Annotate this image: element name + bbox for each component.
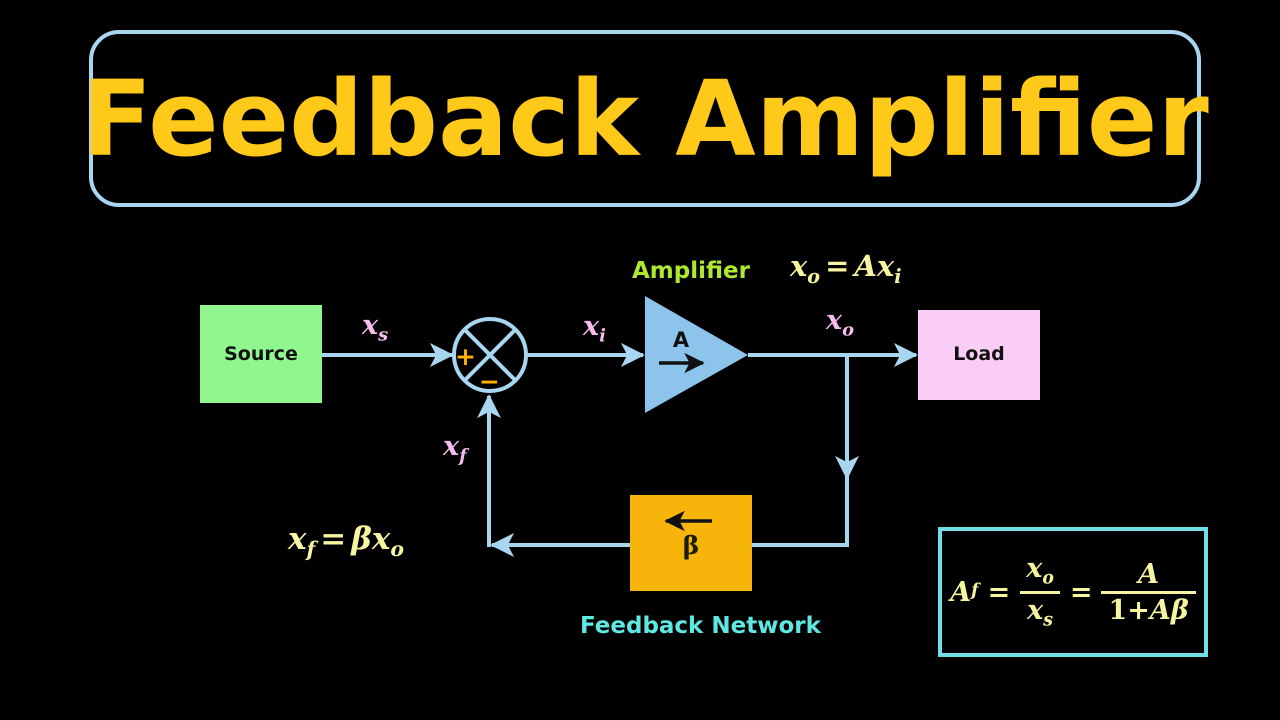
- af-equals-2: =: [1069, 576, 1093, 608]
- af-lhs-sub: f: [971, 581, 979, 602]
- source-block-label: Source: [224, 343, 298, 365]
- af-frac2-den-plus: +: [1127, 594, 1150, 626]
- input-signal-label: xi: [583, 313, 606, 345]
- gain-eq-lhs-sub: o: [807, 264, 821, 288]
- load-block: [918, 310, 1040, 400]
- output-signal-label: xo: [826, 307, 854, 339]
- af-frac1-denominator: xs: [1020, 590, 1060, 630]
- source-block: [200, 305, 322, 403]
- fb-eq-rhs-sub: o: [390, 537, 404, 562]
- af-frac2-den-a: A: [1149, 594, 1171, 626]
- feedback-block: [630, 495, 752, 591]
- af-frac1-num-base: x: [1026, 552, 1043, 584]
- af-frac2-denominator: 1+Aβ: [1101, 590, 1196, 626]
- fb-eq-lhs-base: x: [288, 521, 307, 557]
- af-frac1-num-sub: o: [1042, 568, 1054, 589]
- feedback-network-caption: Feedback Network: [580, 613, 821, 639]
- source-signal-base: x: [362, 310, 379, 341]
- feedback-signal-base: x: [443, 431, 460, 462]
- af-fraction-a-over-one-plus-abeta: A 1+Aβ: [1101, 558, 1196, 626]
- output-signal-sub: o: [842, 319, 854, 341]
- feedback-equation: xf=βxo: [288, 524, 404, 560]
- summing-junction-plus-sign: +: [455, 342, 476, 371]
- af-frac2-numerator: A: [1138, 558, 1160, 590]
- af-frac2-den-beta: β: [1170, 594, 1189, 626]
- feedback-signal-label: xf: [443, 433, 467, 465]
- af-frac2-den-one: 1: [1108, 594, 1128, 626]
- source-signal-label: xs: [362, 312, 388, 344]
- gain-eq-rhs-sub: i: [894, 264, 902, 288]
- feedback-signal-sub: f: [459, 445, 467, 467]
- input-signal-base: x: [583, 311, 600, 342]
- output-signal-base: x: [826, 305, 843, 336]
- af-frac1-den-sub: s: [1043, 609, 1053, 630]
- fb-eq-lhs-sub: f: [306, 537, 316, 562]
- fb-eq-rhs-base: x: [371, 521, 391, 557]
- af-equals-1: =: [987, 576, 1011, 608]
- af-frac1-numerator: xo: [1019, 555, 1061, 591]
- af-lhs-base: A: [950, 576, 972, 608]
- af-frac1-den-base: x: [1027, 594, 1044, 626]
- summing-junction-cross-2: [463, 328, 517, 382]
- af-fraction-xo-xs: xo xs: [1019, 555, 1061, 629]
- amplifier-triangle: [645, 296, 748, 413]
- load-block-label: Load: [953, 343, 1005, 365]
- title-banner: Feedback Amplifier: [81, 30, 1209, 207]
- amplifier-gain-label: A: [672, 328, 690, 352]
- gain-eq-rhs-a: A: [854, 249, 877, 283]
- gain-eq-lhs-base: x: [790, 249, 808, 283]
- fb-eq-operator: =: [320, 521, 347, 557]
- amplifier-caption: Amplifier: [632, 258, 750, 284]
- feedback-beta-label: β: [682, 531, 700, 560]
- summing-junction-minus-sign: −: [479, 367, 500, 396]
- page-title: Feedback Amplifier: [81, 57, 1209, 180]
- gain-equation: xo=Axi: [790, 252, 901, 286]
- source-signal-sub: s: [378, 324, 389, 346]
- gain-eq-operator: =: [825, 249, 850, 283]
- gain-eq-rhs-base: x: [876, 249, 895, 283]
- input-signal-sub: i: [599, 325, 606, 347]
- fb-eq-beta: β: [351, 521, 372, 557]
